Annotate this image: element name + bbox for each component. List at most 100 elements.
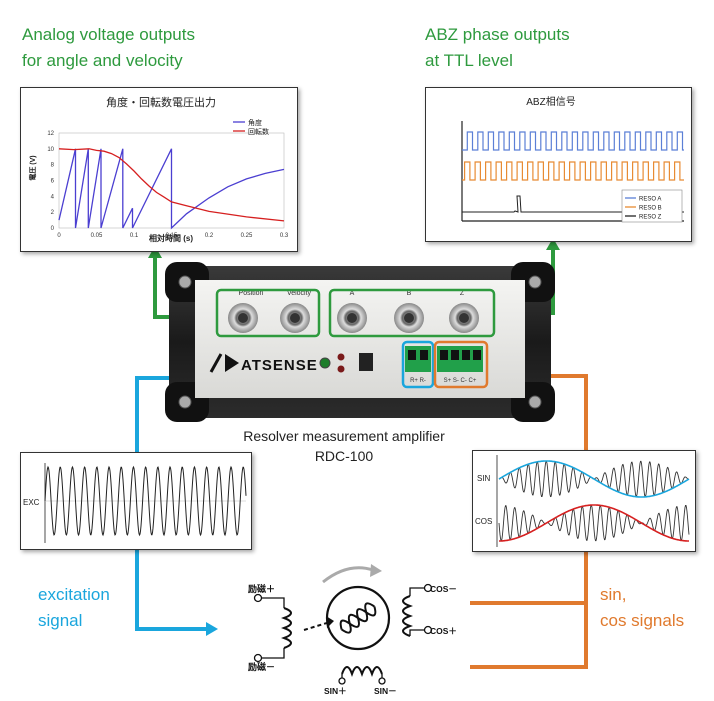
device-caption-line2: RDC-100 bbox=[314, 448, 374, 464]
chart-title: ABZ相信号 bbox=[526, 95, 575, 108]
y-tick-label: 10 bbox=[47, 147, 54, 153]
exc-sine-wave bbox=[44, 465, 247, 537]
pulse-train bbox=[462, 161, 684, 181]
cos-envelope bbox=[499, 504, 689, 542]
x-tick-label: 0 bbox=[57, 233, 61, 239]
abz-chart-panel: ABZ相信号 RESO A RESO B RESO Z bbox=[425, 87, 692, 242]
abz-chart: ABZ相信号 RESO A RESO B RESO Z bbox=[461, 95, 684, 223]
cos-minus-label: COS－ bbox=[430, 584, 457, 594]
green-arrowhead-analog bbox=[148, 246, 162, 258]
y-axis-label: 電圧 (V) bbox=[28, 155, 37, 180]
x-axis-label: 相対時間 (s) bbox=[149, 233, 193, 243]
legend-entry: 回転数 bbox=[248, 127, 269, 136]
bnc-a-connector[interactable] bbox=[337, 303, 367, 333]
coupling-arrowhead bbox=[326, 616, 334, 628]
sin-label: SIN bbox=[477, 474, 491, 483]
orange-path-bottom2 bbox=[470, 603, 588, 669]
rotation-arrowhead bbox=[370, 564, 382, 577]
x-tick-label: 0.25 bbox=[241, 233, 253, 239]
legend-box bbox=[621, 189, 683, 223]
green-arrowhead-abz bbox=[546, 238, 560, 250]
bnc-z-connector[interactable] bbox=[449, 303, 479, 333]
y-tick-label: 0 bbox=[51, 226, 55, 232]
legend-entry: RESO B bbox=[639, 206, 662, 212]
blue-path-bottom bbox=[135, 548, 210, 631]
analog-output-highlight bbox=[215, 288, 321, 338]
y-tick-label: 12 bbox=[47, 131, 54, 137]
cos-plus-label: COS＋ bbox=[430, 626, 457, 636]
sincos-waveform: SIN COS bbox=[475, 455, 690, 547]
x-tick-label: 0.05 bbox=[91, 233, 103, 239]
sincos-label: sin, cos signals bbox=[600, 582, 684, 634]
exc-plus-label: 励磁＋ bbox=[248, 583, 275, 594]
port-position-label: Position bbox=[239, 290, 264, 297]
x-tick-label: 0.2 bbox=[205, 233, 214, 239]
abz-header-line1: ABZ phase outputs bbox=[425, 25, 570, 44]
blue-arrowhead bbox=[206, 622, 218, 636]
device-caption: Resolver measurement amplifier RDC-100 bbox=[214, 426, 474, 466]
pulse-train bbox=[462, 131, 684, 151]
legend-entry: RESO Z bbox=[639, 215, 662, 221]
terminal-sc-label: S+ S- C- C+ bbox=[444, 378, 477, 384]
power-switch[interactable] bbox=[359, 353, 373, 371]
sin-minus-label: SIN－ bbox=[374, 686, 397, 696]
brand-label: ATSENSE bbox=[241, 357, 318, 374]
chart-title: 角度・回転数電圧出力 bbox=[106, 95, 216, 109]
excitation-terminal-highlight bbox=[401, 340, 435, 389]
orange-path-bottom bbox=[470, 550, 588, 605]
cos-coil-icon bbox=[402, 595, 413, 637]
coupling-dashed-line bbox=[303, 621, 331, 631]
rotation-arrow-icon bbox=[322, 566, 374, 584]
x-tick-label: 0.15 bbox=[166, 233, 178, 239]
terminal-block-r bbox=[405, 346, 431, 372]
sin-plus-label: SIN＋ bbox=[324, 686, 347, 696]
series-line bbox=[58, 148, 285, 222]
status-led bbox=[319, 357, 331, 369]
rdc-100-device: Position Velocity A B Z ATSENSE R+ R- S+… bbox=[165, 262, 555, 422]
excitation-waveform: EXC bbox=[23, 463, 247, 543]
y-tick-label: 2 bbox=[51, 210, 55, 216]
abz-output-highlight bbox=[328, 288, 496, 338]
y-tick-label: 4 bbox=[51, 194, 55, 200]
terminal-r-label: R+ R- bbox=[410, 378, 426, 384]
bnc-b-connector[interactable] bbox=[394, 303, 424, 333]
y-tick-label: 6 bbox=[51, 179, 55, 185]
sincos-terminal-highlight bbox=[433, 340, 489, 389]
bnc-velocity-connector[interactable] bbox=[280, 303, 310, 333]
cos-label: COS bbox=[475, 517, 492, 526]
analog-header-line2: for angle and velocity bbox=[22, 51, 183, 70]
terminal-block-sc bbox=[437, 346, 483, 372]
analog-header-line1: Analog voltage outputs bbox=[22, 25, 195, 44]
legend-entry: 角度 bbox=[248, 118, 262, 127]
exc-label: EXC bbox=[23, 498, 40, 507]
sin-envelope bbox=[498, 460, 690, 498]
power-led-2 bbox=[337, 365, 345, 373]
screw-tl bbox=[178, 275, 192, 289]
bnc-position-connector[interactable] bbox=[228, 303, 258, 333]
legend-entry: RESO A bbox=[639, 197, 661, 203]
resolver-schematic: 励磁＋ 励磁－ COS－ COS＋ SIN＋ SIN－ bbox=[248, 564, 457, 696]
excitation-waveform-panel: EXC bbox=[20, 452, 252, 550]
resolver-rotor-coil-icon bbox=[339, 602, 377, 634]
series-line bbox=[58, 148, 285, 230]
device-faceplate bbox=[195, 280, 525, 398]
power-led-1 bbox=[337, 353, 345, 361]
atsense-logo: ATSENSE bbox=[209, 353, 318, 374]
excitation-label-line2: signal bbox=[38, 611, 83, 630]
abz-header-line2: at TTL level bbox=[425, 51, 513, 70]
port-velocity-label: Velocity bbox=[287, 290, 312, 297]
sincos-waveform-panel: SIN COS bbox=[472, 450, 696, 552]
sincos-label-line1: sin, bbox=[600, 585, 627, 604]
analog-header: Analog voltage outputs for angle and vel… bbox=[22, 22, 195, 74]
sincos-label-line2: cos signals bbox=[600, 611, 685, 630]
excitation-coil-icon bbox=[281, 607, 292, 649]
screw-br bbox=[528, 395, 542, 409]
screw-bl bbox=[178, 395, 192, 409]
exc-minus-label: 励磁－ bbox=[248, 661, 275, 672]
excitation-label-line1: excitation bbox=[38, 585, 110, 604]
port-b-label: B bbox=[407, 290, 412, 297]
port-a-label: A bbox=[350, 290, 355, 297]
port-z-label: Z bbox=[460, 290, 465, 297]
